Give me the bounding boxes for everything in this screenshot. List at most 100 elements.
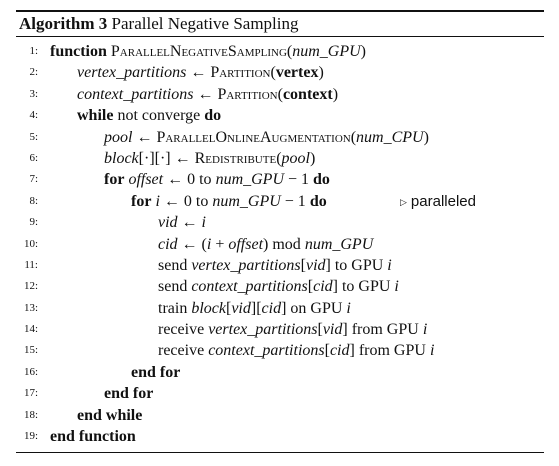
line-number: 4: — [29, 109, 38, 122]
line-code: end for — [104, 383, 153, 404]
text: ( — [286, 43, 293, 60]
algorithm-line: 19:end function — [16, 426, 544, 447]
algorithm-lines: 1:function ParallelNegativeSampling(num_… — [16, 37, 544, 447]
line-number: 16: — [23, 365, 38, 378]
keyword: end function — [50, 428, 136, 446]
line-code: send vertex_partitions[vid] to GPU i — [158, 255, 392, 276]
variable: num_GPU — [212, 192, 281, 210]
algorithm-title: Parallel Negative Sampling — [111, 14, 299, 33]
line-code: end while — [77, 405, 142, 426]
line-number: 18: — [23, 408, 38, 421]
keyword: for — [104, 171, 125, 189]
variable: context_partitions — [77, 85, 194, 103]
text: ] from GPU — [349, 342, 430, 360]
algorithm-line: 15:receive context_partitions[cid] from … — [16, 340, 544, 361]
variable: cid — [261, 299, 282, 317]
text: ] to GPU — [332, 278, 395, 296]
line-number: 12: — [23, 280, 38, 293]
line-number: 13: — [23, 301, 38, 314]
text: ← — [186, 64, 211, 82]
text: [ — [324, 342, 330, 360]
text: ( — [350, 128, 357, 146]
text: + — [211, 235, 229, 253]
line-code: pool ← ParallelOnlineAugmentation(num_CP… — [104, 127, 429, 148]
procedure-name: ParallelNegativeSampling — [110, 43, 287, 60]
variable: vid — [231, 299, 251, 317]
algorithm-line: 14:receive vertex_partitions[vid] from G… — [16, 319, 544, 340]
caption-rule — [16, 36, 544, 37]
keyword: for — [131, 192, 152, 210]
bottom-rule — [16, 452, 544, 453]
variable: num_CPU — [356, 128, 424, 146]
algorithm-line: 18: end while — [16, 405, 544, 426]
line-code: function ParallelNegativeSampling(num_GP… — [50, 41, 366, 62]
text: − 1 — [280, 192, 310, 210]
line-number: 17: — [23, 387, 38, 400]
keyword: context — [282, 85, 333, 103]
procedure-name: Partition — [217, 85, 278, 103]
line-number: 14: — [23, 323, 38, 336]
text: ] on GPU — [281, 299, 347, 317]
variable: cid — [329, 342, 350, 360]
variable: cid — [313, 278, 333, 296]
algorithm-line: 1: function ParallelNegativeSampling(num_… — [16, 41, 544, 62]
algorithm-line: 3:context_partitions ← Partition(context… — [16, 84, 544, 105]
algorithm-line: 9:vid ← i — [16, 212, 544, 233]
line-code: train block[vid][cid] on GPU i — [158, 298, 351, 319]
algorithm-line: 8:for i ← 0 to num_GPU − 1 do▷paralleled — [16, 191, 544, 212]
line-code: end for — [131, 362, 180, 383]
keyword: do — [204, 107, 222, 125]
text: not converge — [113, 107, 205, 125]
text: ← — [132, 128, 157, 146]
text: send — [158, 256, 192, 274]
algorithm-line: 16: end for — [16, 362, 544, 383]
line-number: 5: — [29, 130, 38, 143]
algorithm-line: 5: pool ← ParallelOnlineAugmentation(num_… — [16, 127, 544, 148]
line-number: 7: — [29, 173, 38, 186]
text: ( — [276, 149, 282, 167]
variable: vertex_partitions — [208, 321, 318, 339]
text: − 1 — [284, 171, 314, 189]
procedure-name: Redistribute — [194, 149, 277, 167]
line-code: for offset ← 0 to num_GPU − 1 do — [104, 169, 330, 190]
variable: i — [346, 299, 351, 317]
keyword: function — [50, 43, 107, 60]
algorithm-block: Algorithm 3 Parallel Negative Sampling 1… — [16, 10, 544, 447]
variable: block — [104, 149, 139, 167]
text: ( — [270, 64, 276, 82]
text: ] to GPU — [325, 256, 388, 274]
variable: i — [201, 214, 206, 232]
variable: i — [206, 235, 212, 253]
variable: context_partitions — [208, 342, 325, 360]
line-number: 10: — [23, 237, 38, 250]
keyword: end for — [131, 363, 181, 381]
variable: i — [387, 256, 392, 274]
variable: i — [394, 278, 399, 296]
keyword: while — [77, 107, 114, 125]
variable: offset — [128, 171, 164, 189]
variable: pool — [104, 128, 133, 146]
variable: i — [422, 321, 428, 339]
text: [ — [300, 256, 306, 274]
variable: i — [155, 192, 160, 210]
algorithm-line: 12:send context_partitions[cid] to GPU i — [16, 276, 544, 297]
line-number: 15: — [23, 344, 38, 357]
text: [ — [317, 321, 323, 339]
text: ) — [423, 128, 429, 146]
text: [ — [225, 299, 232, 317]
text: ] from GPU — [342, 321, 423, 339]
text: ][ — [250, 299, 262, 317]
keyword: do — [313, 171, 330, 189]
keyword: end while — [77, 406, 143, 424]
line-code: cid ← (i + offset) mod num_GPU — [158, 234, 373, 255]
line-comment: ▷paralleled — [400, 191, 476, 213]
variable: offset — [228, 235, 264, 253]
line-code: while not converge do — [77, 105, 221, 126]
line-number: 1: — [29, 45, 38, 57]
text: send — [158, 278, 192, 296]
procedure-name: Partition — [210, 64, 271, 82]
text: ← — [193, 85, 218, 103]
variable: num_GPU — [215, 171, 284, 189]
text: ) — [309, 149, 316, 167]
variable: vertex_partitions — [77, 64, 187, 82]
